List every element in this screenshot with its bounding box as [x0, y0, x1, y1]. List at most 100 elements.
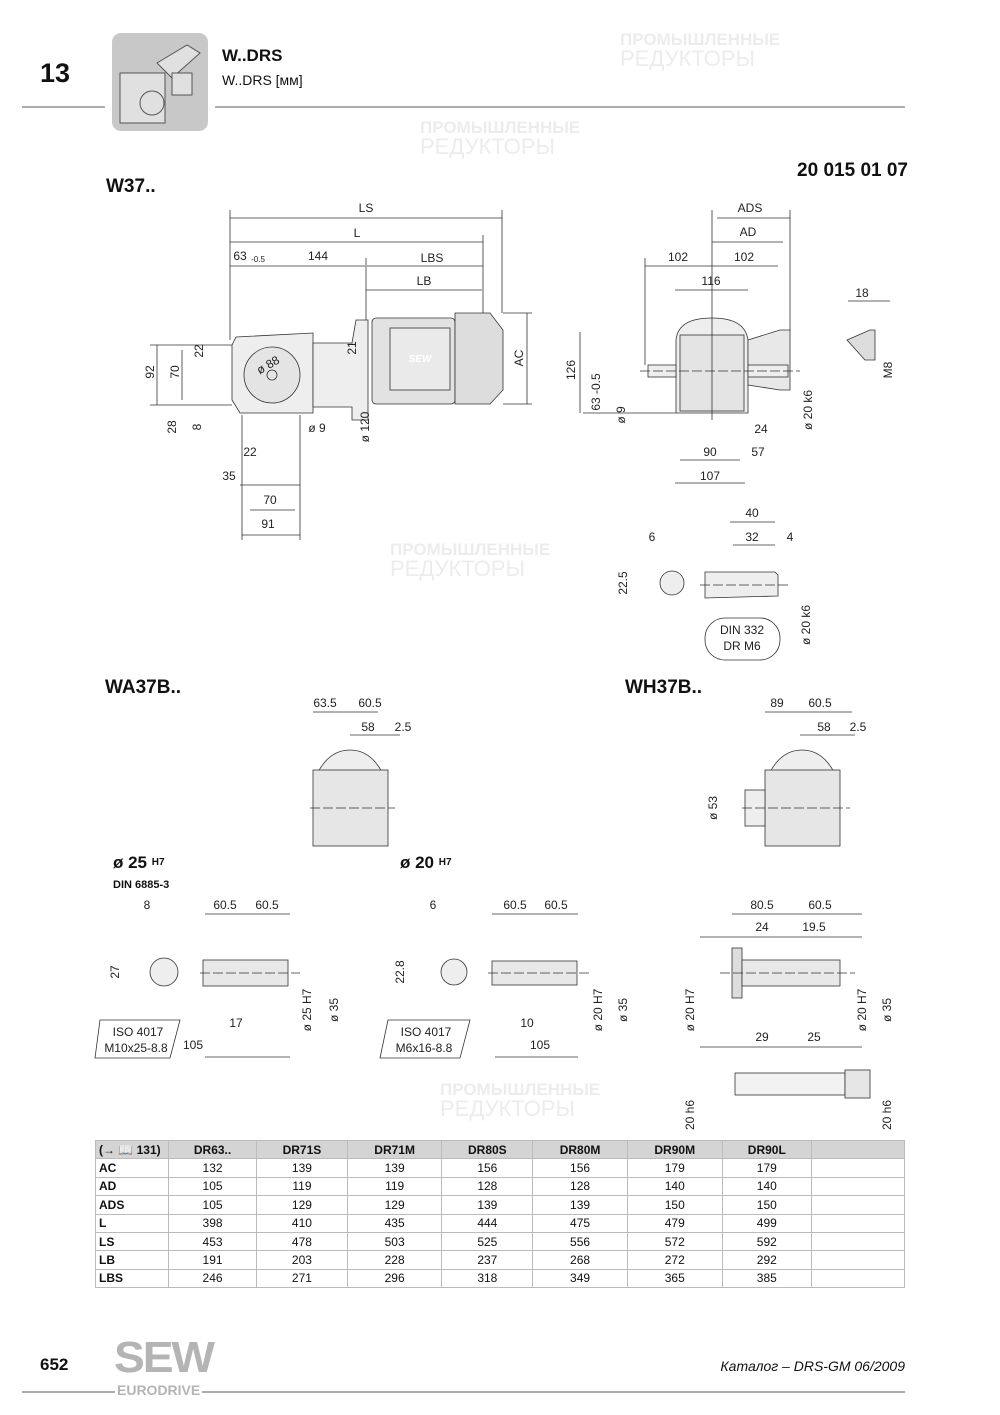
table-cell: 479 — [626, 1213, 723, 1233]
table-cell: 105 — [167, 1195, 258, 1215]
wh37b-title: WH37B.. — [625, 677, 703, 698]
table-cell: 592 — [721, 1231, 813, 1252]
dim-63-tolerance: -0.5 — [251, 255, 265, 264]
dim-l: L — [353, 226, 361, 240]
dim-90: 90 — [703, 445, 717, 459]
dim-22: 22 — [192, 344, 206, 358]
dim-35: 35 — [222, 469, 236, 483]
din-label-1: DIN 332 — [719, 623, 765, 637]
dim-ad: AD — [739, 225, 757, 239]
wa37b-view — [310, 711, 400, 847]
empty-cell — [811, 1195, 905, 1215]
dim-20k6: ø 20 k6 — [799, 604, 813, 646]
table-cell: 150 — [721, 1195, 813, 1215]
table-cell: 179 — [721, 1158, 813, 1178]
sew-logo: SEW — [114, 1333, 215, 1382]
table-cell: 129 — [256, 1195, 348, 1215]
table-cell: 228 — [346, 1250, 443, 1270]
table-cell: 478 — [256, 1231, 348, 1252]
row-label: LS — [95, 1231, 169, 1252]
dim-m8: M8 — [881, 361, 895, 379]
shaft-25-standard: DIN 6885-3 — [113, 879, 170, 891]
w37-title: W37.. — [106, 176, 156, 197]
eurodrive-logo: EURODRIVE — [115, 1382, 203, 1398]
dim-20h7: ø 20 H7 — [855, 988, 869, 1032]
dim-105: 105 — [182, 1038, 204, 1052]
dim-21: 21 — [345, 341, 359, 355]
dim-6: 6 — [648, 530, 656, 544]
row-label: LB — [95, 1250, 169, 1270]
hollow-shaft-25 — [94, 913, 300, 1059]
dim-35: ø 35 — [616, 997, 630, 1023]
dim-60-5: 60.5 — [255, 898, 279, 912]
dim-9: ø 9 — [614, 406, 628, 424]
table-cell: 140 — [626, 1176, 723, 1197]
table-cell: 271 — [256, 1268, 348, 1289]
iso-label-2: M6x16-8.8 — [395, 1041, 453, 1055]
table-cell: 139 — [532, 1195, 628, 1215]
column-header: DR71M — [346, 1139, 443, 1160]
dim-126: 126 — [564, 359, 578, 381]
din-label-2: DR M6 — [723, 639, 761, 653]
empty-cell — [811, 1158, 905, 1178]
table-cell: 475 — [532, 1213, 628, 1233]
dim-lbs: LBS — [420, 251, 444, 265]
table-cell: 525 — [441, 1231, 534, 1252]
gearmotor-icon — [112, 33, 208, 131]
table-corner-reference: (→ 📖 131) — [95, 1139, 169, 1160]
dim-25: 25 — [807, 1030, 821, 1044]
dim-40: 40 — [745, 506, 759, 520]
dim-lb: LB — [416, 274, 432, 288]
dim-ads: ADS — [737, 201, 763, 215]
dim-102b: 102 — [733, 250, 755, 264]
table-cell: 318 — [441, 1268, 534, 1289]
dim-70: 70 — [168, 365, 182, 379]
column-header: DR90L — [721, 1139, 813, 1160]
table-cell: 105 — [167, 1176, 258, 1197]
column-header: DR80S — [441, 1139, 534, 1160]
drawing-number: 20 015 01 07 — [797, 160, 908, 181]
wh37b-view — [742, 711, 855, 847]
table-cell: 572 — [626, 1231, 723, 1252]
dim-60-5: 60.5 — [358, 696, 382, 710]
empty-cell — [811, 1176, 905, 1197]
dim-91: 91 — [261, 517, 275, 531]
table-cell: 435 — [346, 1213, 443, 1233]
column-header: DR71S — [256, 1139, 348, 1160]
table-cell: 556 — [532, 1231, 628, 1252]
dim-2-5: 2.5 — [849, 720, 867, 734]
table-cell: 140 — [721, 1176, 813, 1197]
dim-60-5: 60.5 — [503, 898, 527, 912]
dim-80-5: 80.5 — [750, 898, 774, 912]
table-cell: 203 — [256, 1250, 348, 1270]
dim-58: 58 — [361, 720, 375, 734]
dim-58: 58 — [817, 720, 831, 734]
table-cell: 237 — [441, 1250, 534, 1270]
hollow-shaft-20 — [379, 913, 590, 1059]
dim-20h7: ø 20 H7 — [683, 988, 697, 1032]
table-cell: 129 — [346, 1195, 443, 1215]
row-label: AC — [95, 1158, 169, 1178]
table-cell: 139 — [346, 1158, 443, 1178]
table-cell: 128 — [532, 1176, 628, 1197]
dim-120: ø 120 — [358, 411, 372, 443]
dim-ls: LS — [358, 201, 374, 215]
dim-18: 18 — [855, 286, 869, 300]
iso-label-1: ISO 4017 — [112, 1025, 164, 1039]
row-label: LBS — [95, 1268, 169, 1289]
dim-116: 116 — [701, 274, 721, 288]
column-header: DR90M — [626, 1139, 723, 1160]
iso-label-2: M10x25-8.8 — [104, 1041, 168, 1055]
table-cell: 150 — [626, 1195, 723, 1215]
table-cell: 139 — [256, 1158, 348, 1178]
w37-front-view — [579, 210, 890, 484]
table-cell: 296 — [346, 1268, 443, 1289]
table-cell: 272 — [626, 1250, 723, 1270]
dim-63: 63 -0.5 — [589, 373, 603, 411]
column-header: DR63.. — [167, 1139, 258, 1160]
dim-29: 29 — [755, 1030, 769, 1044]
table-cell: 503 — [346, 1231, 443, 1252]
table-cell: 119 — [256, 1176, 348, 1197]
